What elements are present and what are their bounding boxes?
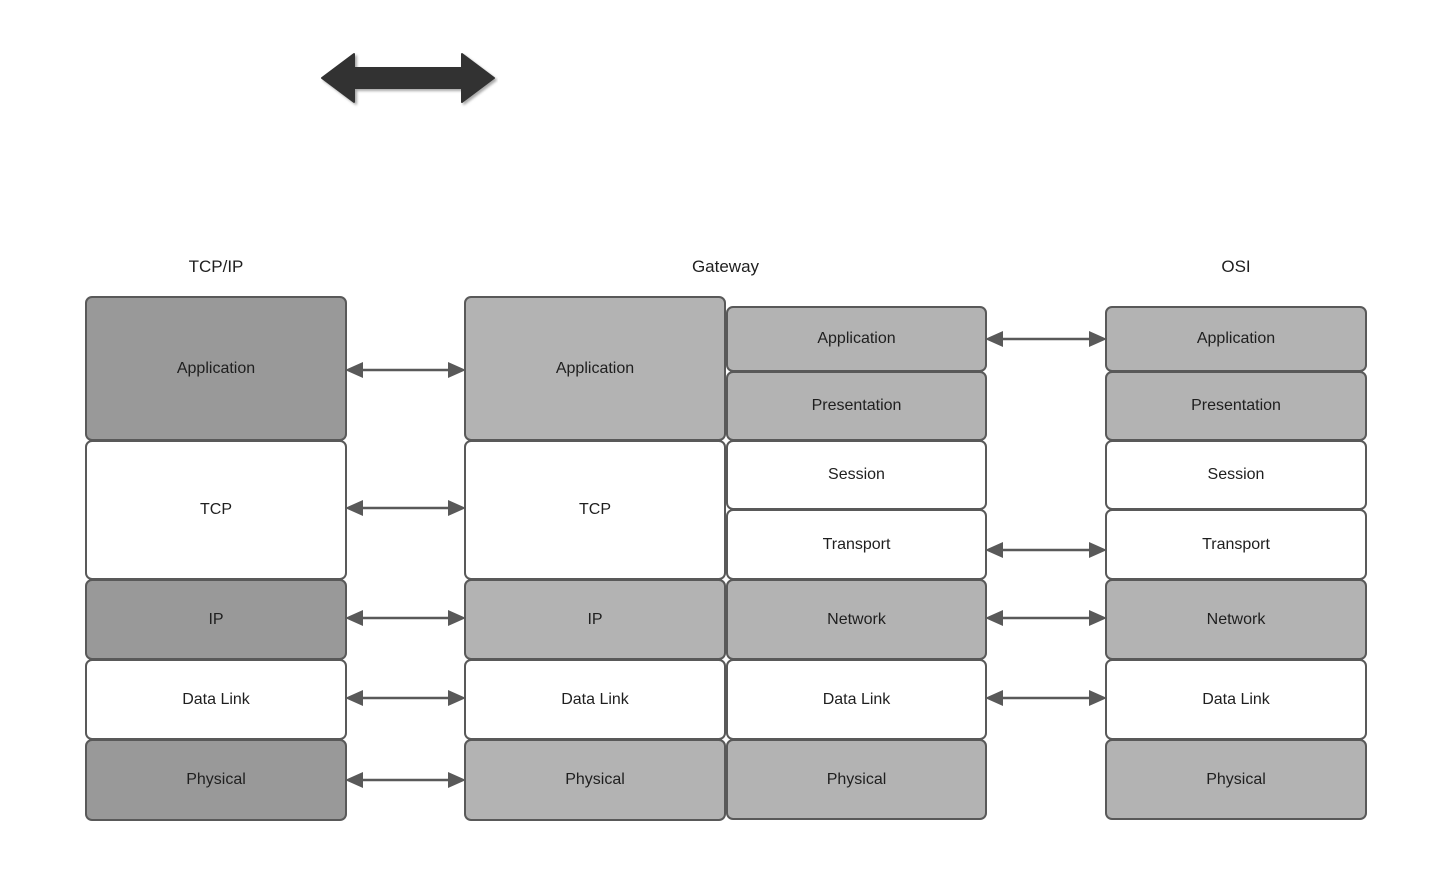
gateway-right-layer-application[interactable]: Application	[726, 306, 987, 372]
osi-layer-presentation[interactable]: Presentation	[1105, 371, 1367, 441]
double-arrow-icon	[321, 53, 495, 103]
gateway-right-layer-physical[interactable]: Physical	[726, 739, 987, 820]
gateway-left-layer-tcp[interactable]: TCP	[464, 440, 726, 580]
column-title-gateway: Gateway	[691, 257, 760, 276]
connector-data-link-left	[345, 690, 466, 706]
connector-ip-left	[345, 610, 466, 626]
gateway-left-layer-physical[interactable]: Physical	[464, 739, 726, 821]
connector-application-right	[985, 331, 1107, 347]
connector-tcp-left	[345, 500, 466, 516]
connector-network-right	[985, 610, 1107, 626]
gateway-right-layer-session[interactable]: Session	[726, 440, 987, 510]
connector-physical-left	[345, 772, 466, 788]
column-title-tcpip: TCP/IP	[188, 257, 244, 276]
osi-layer-data-link[interactable]: Data Link	[1105, 659, 1367, 740]
osi-layer-physical[interactable]: Physical	[1105, 739, 1367, 820]
osi-layer-transport[interactable]: Transport	[1105, 509, 1367, 580]
gateway-right-layer-presentation[interactable]: Presentation	[726, 371, 987, 441]
tcpip-layer-ip[interactable]: IP	[85, 579, 347, 660]
gateway-left-layer-data-link[interactable]: Data Link	[464, 659, 726, 740]
connector-data-link-right	[985, 690, 1107, 706]
osi-layer-network[interactable]: Network	[1105, 579, 1367, 660]
column-title-osi: OSI	[1221, 257, 1251, 276]
osi-layer-session[interactable]: Session	[1105, 440, 1367, 510]
gateway-left-layer-application[interactable]: Application	[464, 296, 726, 441]
gateway-left-layer-ip[interactable]: IP	[464, 579, 726, 660]
connector-transport-right	[985, 542, 1107, 558]
tcpip-layer-physical[interactable]: Physical	[85, 739, 347, 821]
gateway-right-layer-data-link[interactable]: Data Link	[726, 659, 987, 740]
osi-layer-application[interactable]: Application	[1105, 306, 1367, 372]
gateway-right-layer-network[interactable]: Network	[726, 579, 987, 660]
tcpip-layer-application[interactable]: Application	[85, 296, 347, 441]
connector-application-left	[345, 362, 466, 378]
gateway-right-layer-transport[interactable]: Transport	[726, 509, 987, 580]
tcpip-layer-tcp[interactable]: TCP	[85, 440, 347, 580]
tcpip-layer-data-link[interactable]: Data Link	[85, 659, 347, 740]
